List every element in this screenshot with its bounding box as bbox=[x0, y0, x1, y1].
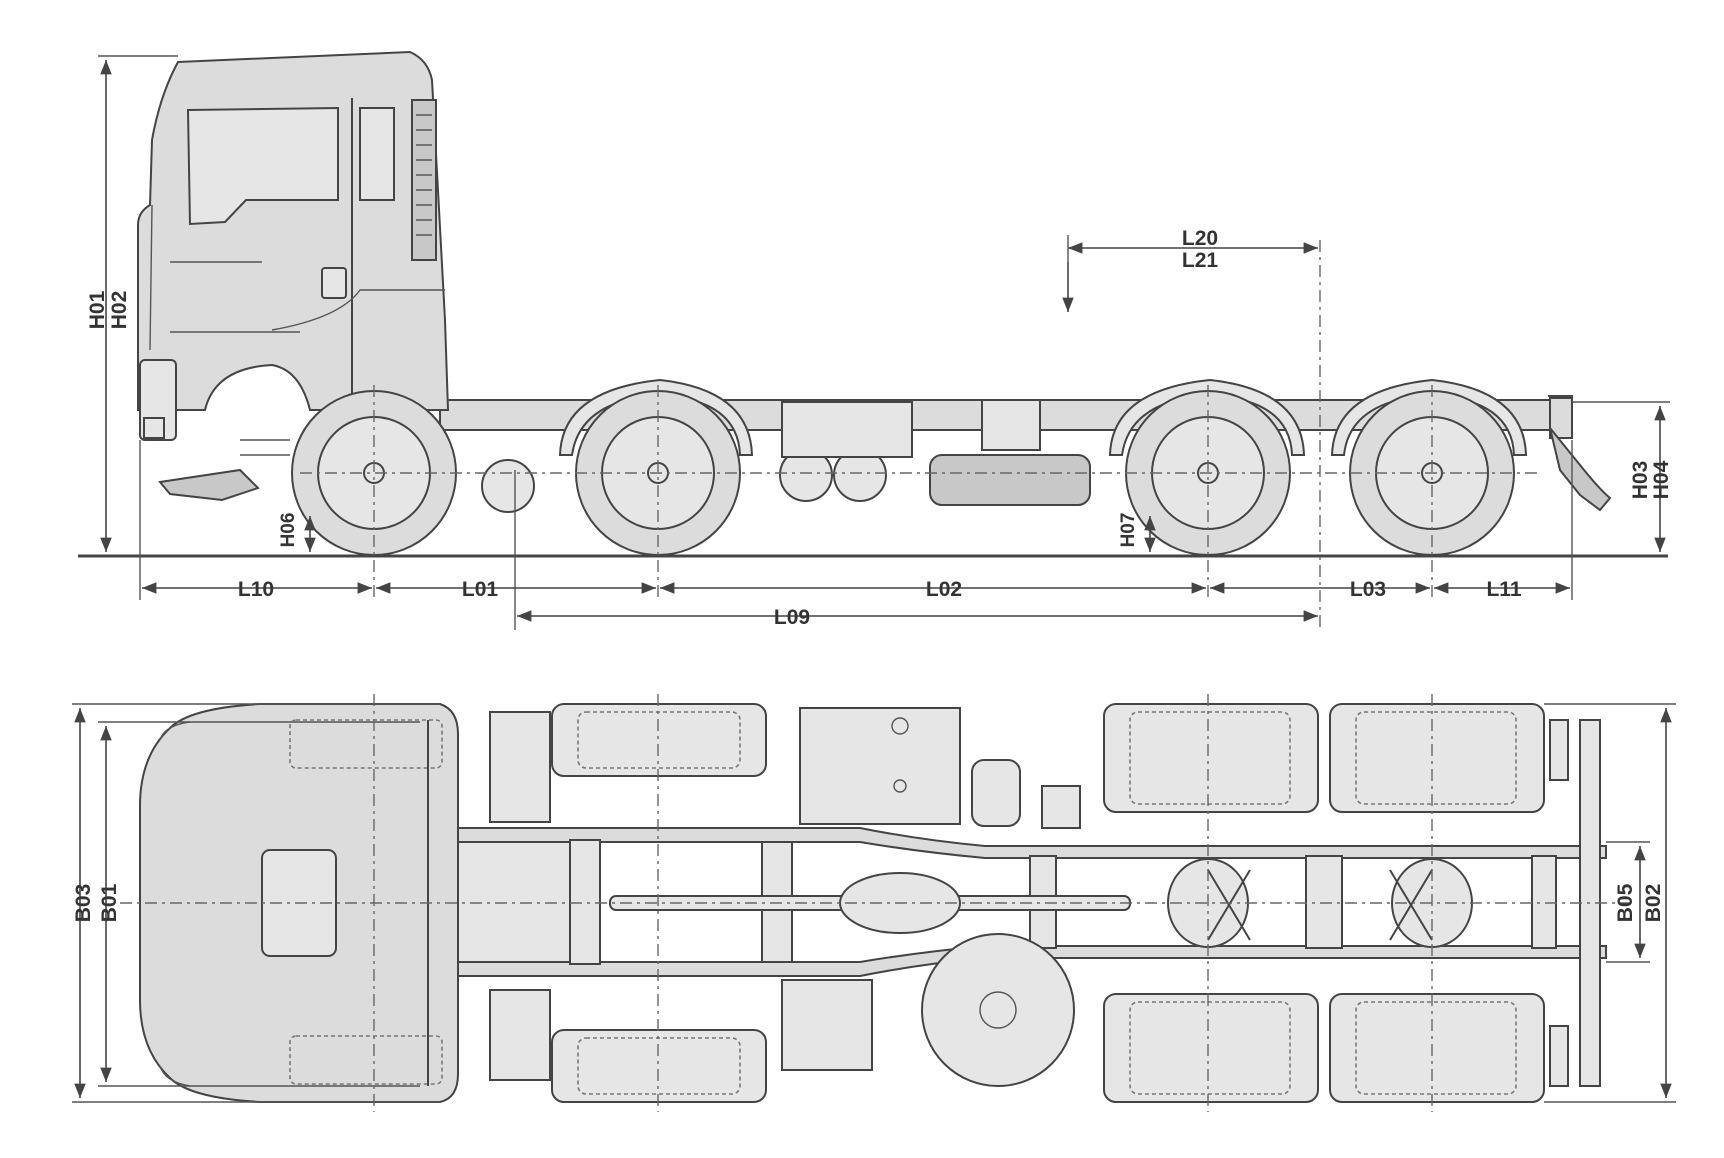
top-frame-rail-lower bbox=[439, 945, 1607, 977]
label-L11: L11 bbox=[1486, 578, 1521, 601]
label-H01: H01 bbox=[86, 290, 109, 329]
side-spare-box bbox=[981, 399, 1041, 451]
top-wheels bbox=[551, 703, 1545, 1103]
side-front-tank bbox=[481, 459, 535, 513]
label-L01: L01 bbox=[462, 578, 499, 601]
label-L09: L09 bbox=[774, 606, 810, 629]
label-L10: L10 bbox=[238, 578, 274, 601]
label-H03: H03 bbox=[1629, 461, 1652, 500]
label-H06: H06 bbox=[278, 513, 299, 548]
side-battery-box bbox=[781, 401, 913, 458]
side-view: H01 H02 H03 H04 H06 H07 L20 L21 L10 L01 … bbox=[78, 50, 1673, 630]
label-H02: H02 bbox=[108, 291, 131, 330]
side-rear-tow-hitch bbox=[1549, 427, 1612, 512]
label-H04: H04 bbox=[1650, 460, 1673, 499]
label-B01: B01 bbox=[98, 883, 121, 922]
top-view: B03 B01 B05 B02 bbox=[72, 694, 1676, 1112]
label-L21: L21 bbox=[1182, 249, 1219, 272]
side-frame-rear-end bbox=[1549, 397, 1573, 439]
label-B02: B02 bbox=[1642, 884, 1665, 923]
label-L02: L02 bbox=[926, 578, 962, 601]
top-spare-wheel bbox=[921, 933, 1075, 1087]
top-air-tank bbox=[971, 759, 1021, 827]
side-fuel-tank bbox=[929, 454, 1091, 506]
wheel-axle-1 bbox=[291, 390, 457, 556]
label-L03: L03 bbox=[1350, 578, 1386, 601]
label-B05: B05 bbox=[1614, 883, 1637, 922]
top-battery-box bbox=[781, 979, 873, 1071]
top-frame-rail-upper bbox=[439, 827, 1607, 859]
axle-4-mudguard bbox=[1330, 378, 1528, 456]
cab-side bbox=[137, 50, 450, 502]
side-rear-lamp bbox=[1548, 395, 1573, 408]
label-B03: B03 bbox=[72, 884, 95, 923]
label-L20: L20 bbox=[1182, 227, 1218, 250]
top-fuel-tank bbox=[799, 707, 961, 825]
label-H07: H07 bbox=[1118, 513, 1139, 548]
